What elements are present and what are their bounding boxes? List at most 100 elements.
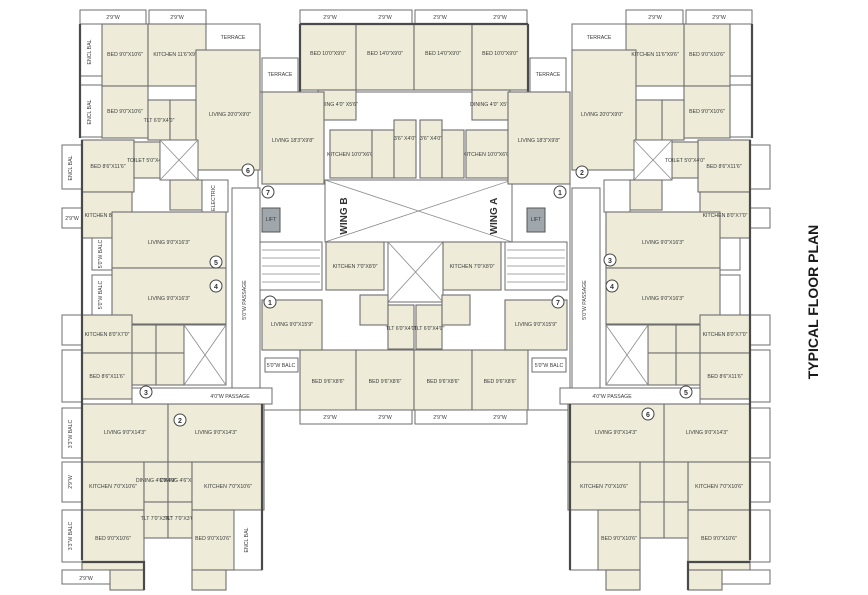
svg-text:2'9"W: 2'9"W (323, 15, 337, 21)
svg-text:KITCHEN 7'0"X10'6": KITCHEN 7'0"X10'6" (89, 484, 137, 490)
svg-text:TLT 6'0"X4'0": TLT 6'0"X4'0" (386, 326, 417, 332)
svg-text:ELECTRIC: ELECTRIC (211, 185, 217, 211)
svg-text:BED 8'6"X11'6": BED 8'6"X11'6" (707, 374, 742, 380)
svg-text:2'9"W: 2'9"W (170, 15, 184, 21)
svg-text:TERRACE: TERRACE (587, 35, 612, 41)
svg-text:2'9"W: 2'9"W (648, 15, 662, 21)
svg-text:DINING 4'0" X5'6": DINING 4'0" X5'6" (316, 102, 358, 108)
svg-text:BED 9'6"X8'6": BED 9'6"X8'6" (484, 379, 517, 385)
svg-text:2'9"W: 2'9"W (378, 415, 392, 421)
svg-text:1: 1 (268, 300, 272, 307)
wing-a-label: WING A (489, 198, 500, 235)
svg-text:KITCHEN 7'0"X10'6": KITCHEN 7'0"X10'6" (580, 484, 628, 490)
svg-text:TERRACE: TERRACE (536, 72, 561, 78)
svg-text:KITCHEN 7'0"X8'0": KITCHEN 7'0"X8'0" (333, 264, 378, 270)
svg-text:2: 2 (580, 170, 584, 177)
svg-text:3'6" X4'0": 3'6" X4'0" (394, 136, 416, 142)
svg-text:LIVING 9'0"X16'3": LIVING 9'0"X16'3" (642, 240, 684, 246)
svg-text:BED 9'0"X10'6": BED 9'0"X10'6" (195, 536, 231, 542)
flat-number-7-left: 7 (261, 185, 275, 199)
svg-text:LIVING 9'0"X15'9": LIVING 9'0"X15'9" (515, 322, 557, 328)
svg-text:ENCL BAL: ENCL BAL (87, 99, 93, 124)
flat-number-7-right: 7 (551, 295, 565, 309)
svg-text:LIVING 9'0"X14'3": LIVING 9'0"X14'3" (104, 430, 146, 436)
svg-text:2'9"W: 2'9"W (433, 415, 447, 421)
svg-text:4'0"W PASSAGE: 4'0"W PASSAGE (592, 394, 632, 400)
svg-text:BED 9'0"X10'6": BED 9'0"X10'6" (107, 109, 143, 115)
svg-text:LIVING 20'0"X9'0": LIVING 20'0"X9'0" (209, 112, 251, 118)
svg-text:3'3"W BALC: 3'3"W BALC (68, 522, 74, 551)
passage-right-label: 5'0"W PASSAGE (582, 280, 588, 320)
svg-text:BED 9'0"X10'6": BED 9'0"X10'6" (701, 536, 737, 542)
right-block (507, 9, 771, 591)
svg-text:BED 9'0"X10'6": BED 9'0"X10'6" (95, 536, 131, 542)
svg-text:KITCHEN 7'0"X8'0": KITCHEN 7'0"X8'0" (450, 264, 495, 270)
flat-number-6-right: 6 (641, 407, 655, 421)
svg-text:DINING 4'6"X4'0": DINING 4'6"X4'0" (160, 478, 200, 484)
flat-number-4-right: 4 (605, 279, 619, 293)
svg-text:7: 7 (266, 190, 270, 197)
svg-text:5'0"W BALC: 5'0"W BALC (267, 363, 296, 369)
svg-text:5'0"W BALC: 5'0"W BALC (535, 363, 564, 369)
svg-text:BED 9'0"X10'6": BED 9'0"X10'6" (107, 52, 143, 58)
svg-text:LIVING 18'3"X9'8": LIVING 18'3"X9'8" (518, 138, 560, 144)
svg-text:TOILET 5'0"X4'0": TOILET 5'0"X4'0" (127, 158, 167, 164)
flat-number-3-right: 3 (603, 253, 617, 267)
svg-text:BED 10'0"X9'0": BED 10'0"X9'0" (310, 51, 346, 57)
svg-text:ENCL BAL: ENCL BAL (244, 527, 250, 552)
stair-right (504, 241, 568, 291)
svg-text:5: 5 (684, 390, 688, 397)
svg-text:3: 3 (608, 258, 612, 265)
right-block-labels: 2'9"W 2'9"W BED 9'0"X10'6" KITCHEN 11'6"… (518, 15, 748, 542)
svg-text:6: 6 (246, 168, 250, 175)
svg-text:KITCHEN 11'6"X9'6": KITCHEN 11'6"X9'6" (153, 52, 201, 58)
svg-text:2'9"W: 2'9"W (712, 15, 726, 21)
svg-text:KITCHEN 7'0"X10'6": KITCHEN 7'0"X10'6" (204, 484, 252, 490)
svg-text:3: 3 (144, 390, 148, 397)
room-bed (299, 23, 357, 91)
svg-text:TLT 6'0"X4'0": TLT 6'0"X4'0" (414, 326, 445, 332)
svg-text:LIVING 9'0"X14'3": LIVING 9'0"X14'3" (595, 430, 637, 436)
svg-text:BED 8'6"X11'6": BED 8'6"X11'6" (706, 164, 741, 170)
svg-text:2: 2 (178, 418, 182, 425)
svg-text:BED 9'6"X8'6": BED 9'6"X8'6" (427, 379, 460, 385)
svg-text:2'9"W: 2'9"W (493, 415, 507, 421)
flat-number-5-right: 5 (679, 385, 693, 399)
top-center-block: 2'9"W 2'9"W 2'9"W 2'9"W BED 10'0"X9'0" B… (261, 9, 567, 179)
svg-text:BED 14'0"X9'0": BED 14'0"X9'0" (425, 51, 461, 57)
svg-text:LIVING 9'0"X14'3": LIVING 9'0"X14'3" (195, 430, 237, 436)
svg-text:LIVING 18'3"X9'8": LIVING 18'3"X9'8" (272, 138, 314, 144)
flat-numbers: 6 7 5 4 1 3 2 1 2 3 4 7 5 6 (139, 163, 693, 427)
svg-text:2'9"W: 2'9"W (433, 15, 447, 21)
wing-b-label: WING B (339, 197, 350, 234)
svg-text:LIVING 9'0"X16'3": LIVING 9'0"X16'3" (148, 240, 190, 246)
svg-text:BED 8'6"X11'6": BED 8'6"X11'6" (89, 374, 124, 380)
svg-text:TERRACE: TERRACE (221, 35, 246, 41)
passage-left-label: 5'0"W PASSAGE (242, 280, 248, 320)
lift-right (526, 207, 546, 233)
lift-left (261, 207, 281, 233)
svg-text:2'9"W: 2'9"W (65, 216, 79, 222)
svg-text:TLT 6'0"X4'0": TLT 6'0"X4'0" (144, 118, 175, 124)
svg-text:2'9"W: 2'9"W (106, 15, 120, 21)
svg-text:KITCHEN 10'0"X6'0": KITCHEN 10'0"X6'0" (463, 152, 511, 158)
svg-text:4'0"W PASSAGE: 4'0"W PASSAGE (210, 394, 250, 400)
svg-text:TOILET 5'0"X4'0": TOILET 5'0"X4'0" (665, 158, 705, 164)
flat-number-2-right: 2 (575, 165, 589, 179)
flat-number-2-left: 2 (173, 413, 187, 427)
svg-text:BED 9'6"X8'6": BED 9'6"X8'6" (369, 379, 402, 385)
flat-number-5-left: 5 (209, 255, 223, 269)
svg-text:2'9"W: 2'9"W (79, 576, 93, 582)
svg-text:KITCHEN 11'6"X9'6": KITCHEN 11'6"X9'6" (631, 52, 679, 58)
svg-text:TERRACE: TERRACE (268, 72, 293, 78)
svg-text:KITCHEN 7'0"X10'6": KITCHEN 7'0"X10'6" (695, 484, 743, 490)
svg-text:KITCHEN 8'0"X7'0": KITCHEN 8'0"X7'0" (85, 332, 130, 338)
svg-text:LIVING 9'0"X16'3": LIVING 9'0"X16'3" (642, 296, 684, 302)
svg-text:4: 4 (214, 284, 218, 291)
svg-text:3'3"W BALC: 3'3"W BALC (68, 420, 74, 449)
left-block: 2'9"W 2'9"W ENCL BAL ENCL BAL ENCL BAL B… (61, 9, 325, 591)
svg-text:LIVING 9'0"X15'9": LIVING 9'0"X15'9" (271, 322, 313, 328)
flat-number-6-left: 6 (241, 163, 255, 177)
svg-text:BED 9'6"X8'6": BED 9'6"X8'6" (312, 379, 345, 385)
